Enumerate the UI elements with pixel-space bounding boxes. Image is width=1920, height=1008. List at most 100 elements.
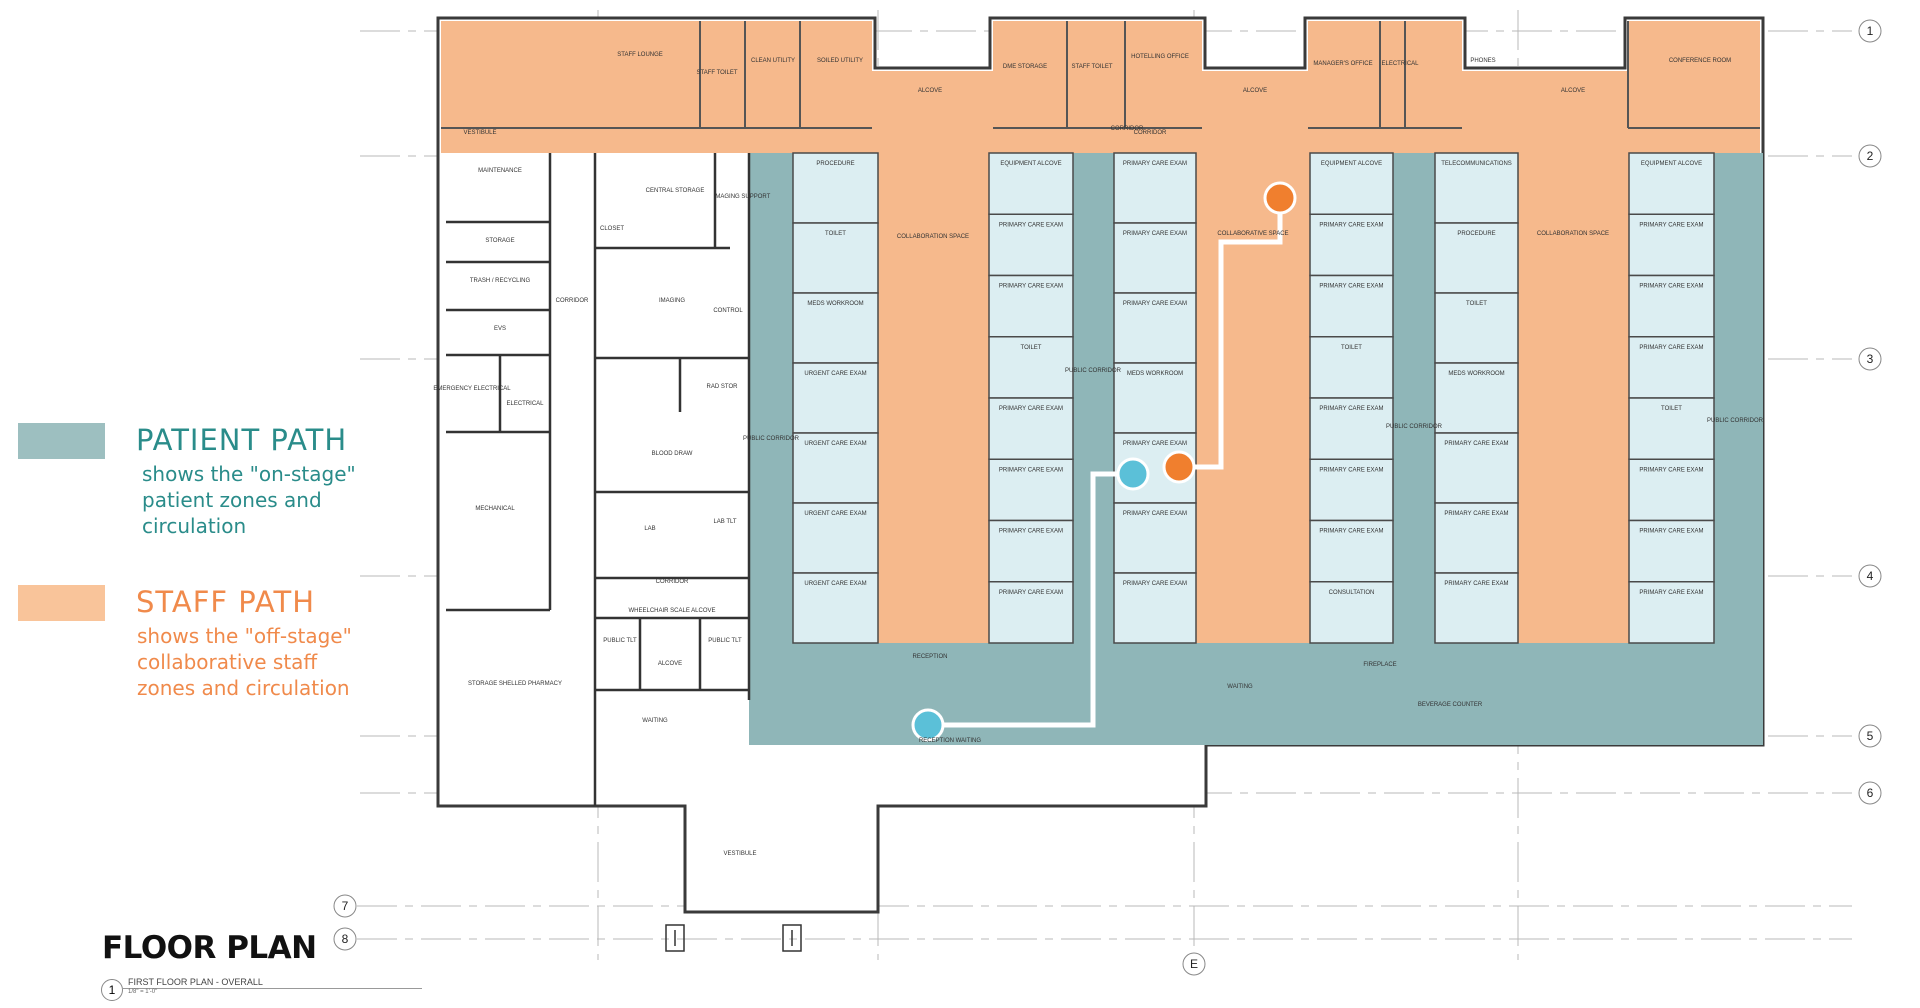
- exam-room: [1113, 152, 1197, 224]
- exam-room-label: URGENT CARE EXAM: [804, 441, 866, 447]
- exam-room: [988, 397, 1074, 460]
- patient-path-line: [928, 471, 1133, 728]
- exam-room: [792, 222, 879, 294]
- grid-bubble-4: 4: [1858, 564, 1882, 588]
- exam-room: [1309, 458, 1394, 522]
- room-label: CENTRAL STORAGE: [646, 188, 705, 194]
- grid-bubble-6: 6: [1858, 781, 1882, 805]
- room-label: VESTIBULE: [463, 130, 496, 136]
- zone-label: WAITING: [1227, 684, 1253, 690]
- svg-text:1: 1: [1867, 24, 1874, 38]
- grid-bubble-8: 8: [333, 927, 357, 951]
- grid-bubble-7: 7: [333, 894, 357, 918]
- exam-room-label: PRIMARY CARE EXAM: [1444, 581, 1508, 587]
- room-label: MAINTENANCE: [478, 168, 522, 174]
- room-label: PHONES: [1470, 58, 1495, 64]
- exam-room-label: PRIMARY CARE EXAM: [1639, 345, 1703, 351]
- exam-room: [792, 362, 879, 434]
- room-label: CORRIDOR: [556, 298, 589, 304]
- exam-room: [1309, 152, 1394, 215]
- staff-path-swatch: [18, 585, 105, 621]
- exam-room: [1309, 274, 1394, 338]
- exam-room-label: PRIMARY CARE EXAM: [1319, 467, 1383, 473]
- svg-text:3: 3: [1867, 352, 1874, 366]
- plan-subtitle: FIRST FLOOR PLAN - OVERALL: [128, 977, 263, 987]
- exam-room: [1113, 362, 1197, 434]
- exam-room: [1434, 572, 1519, 644]
- exam-room: [1434, 362, 1519, 434]
- exam-room-label: PRIMARY CARE EXAM: [1123, 511, 1187, 517]
- exam-room-label: PRIMARY CARE EXAM: [1123, 581, 1187, 587]
- room-label: CLOSET: [600, 226, 624, 232]
- room-label: STAFF TOILET: [696, 70, 737, 76]
- exam-room-label: PROCEDURE: [1457, 231, 1495, 237]
- exam-room-label: PRIMARY CARE EXAM: [1639, 529, 1703, 535]
- room-label: ALCOVE: [1561, 88, 1585, 94]
- plan-scale: 1/8" = 1'-0": [128, 989, 158, 995]
- exam-room-label: MEDS WORKROOM: [807, 301, 863, 307]
- plan-number-bubble: 1: [101, 979, 123, 1001]
- zone-label: PUBLIC CORRIDOR: [1065, 368, 1122, 374]
- zone-label: COLLABORATIVE SPACE: [1217, 231, 1288, 237]
- room-label: CORRIDOR: [656, 579, 689, 585]
- exam-room-label: PRIMARY CARE EXAM: [1319, 284, 1383, 290]
- exam-room-label: TOILET: [1341, 345, 1362, 351]
- zone-label: COLLABORATION SPACE: [1537, 231, 1609, 237]
- room-label: ELECTRICAL: [1381, 61, 1419, 67]
- exam-room-label: PRIMARY CARE EXAM: [999, 529, 1063, 535]
- exam-room-label: PRIMARY CARE EXAM: [1639, 467, 1703, 473]
- top-walls: [441, 21, 1760, 129]
- exam-room-label: PRIMARY CARE EXAM: [999, 590, 1063, 596]
- exam-room: [792, 572, 879, 644]
- svg-text:4: 4: [1867, 569, 1874, 583]
- left-walls: [446, 153, 751, 806]
- grid-bubble-5: 5: [1858, 724, 1882, 748]
- room-label: CONFERENCE ROOM: [1669, 58, 1731, 64]
- staff-path-title: STAFF PATH: [136, 585, 316, 619]
- page-title: FLOOR PLAN: [102, 930, 317, 966]
- staff-zone-top: [441, 21, 1760, 153]
- exam-room-label: MEDS WORKROOM: [1448, 371, 1504, 377]
- staff-path-end-dot: [1263, 181, 1297, 215]
- exam-room: [988, 213, 1074, 277]
- exam-room-label: URGENT CARE EXAM: [804, 371, 866, 377]
- exam-room-label: PRIMARY CARE EXAM: [1444, 441, 1508, 447]
- exam-room-label: EQUIPMENT ALCOVE: [1000, 161, 1061, 167]
- room-label: STORAGE: [485, 238, 514, 244]
- zone-label: FIREPLACE: [1363, 662, 1396, 668]
- exam-room-label: PRIMARY CARE EXAM: [1123, 441, 1187, 447]
- room-label: BLOOD DRAW: [652, 451, 693, 457]
- grid-bubble-3: 3: [1858, 347, 1882, 371]
- exam-room: [1628, 458, 1715, 522]
- exam-room-label: PRIMARY CARE EXAM: [1123, 301, 1187, 307]
- exam-room: [1628, 519, 1715, 583]
- exam-room-label: URGENT CARE EXAM: [804, 511, 866, 517]
- exam-room-label: PROCEDURE: [816, 161, 854, 167]
- svg-text:5: 5: [1867, 729, 1874, 743]
- exam-room: [1113, 292, 1197, 364]
- exam-room: [1309, 213, 1394, 277]
- room-label: SOILED UTILITY: [817, 58, 863, 64]
- exam-room-label: CONSULTATION: [1329, 590, 1375, 596]
- exam-room-label: PRIMARY CARE EXAM: [1319, 529, 1383, 535]
- zone-label: RECEPTION WAITING: [919, 738, 981, 744]
- exam-room-label: TOILET: [1661, 406, 1682, 412]
- exam-room-columns: PROCEDURE TOILET MEDS WORKROOM URGENT CARE …: [792, 152, 1715, 644]
- exam-room: [1113, 502, 1197, 574]
- exam-room-label: PRIMARY CARE EXAM: [1639, 590, 1703, 596]
- exam-room: [1628, 581, 1715, 644]
- room-label: CONTROL: [713, 308, 743, 314]
- zone-label: PUBLIC CORRIDOR: [1707, 418, 1764, 424]
- room-label: EVS: [494, 326, 506, 332]
- patient-path-title: PATIENT PATH: [136, 423, 348, 457]
- room-label: WHEELCHAIR SCALE ALCOVE: [628, 608, 715, 614]
- zone-label: CORRIDOR: [1134, 130, 1167, 136]
- svg-text:E: E: [1190, 957, 1198, 971]
- column-symbols: [665, 924, 802, 952]
- staff-path-start-dot: [1162, 450, 1196, 484]
- room-label: IMAGING SUPPORT: [714, 194, 771, 200]
- exam-room-label: TOILET: [1466, 301, 1487, 307]
- room-label: EMERGENCY ELECTRICAL: [433, 386, 511, 392]
- grid-bubble-2: 2: [1858, 144, 1882, 168]
